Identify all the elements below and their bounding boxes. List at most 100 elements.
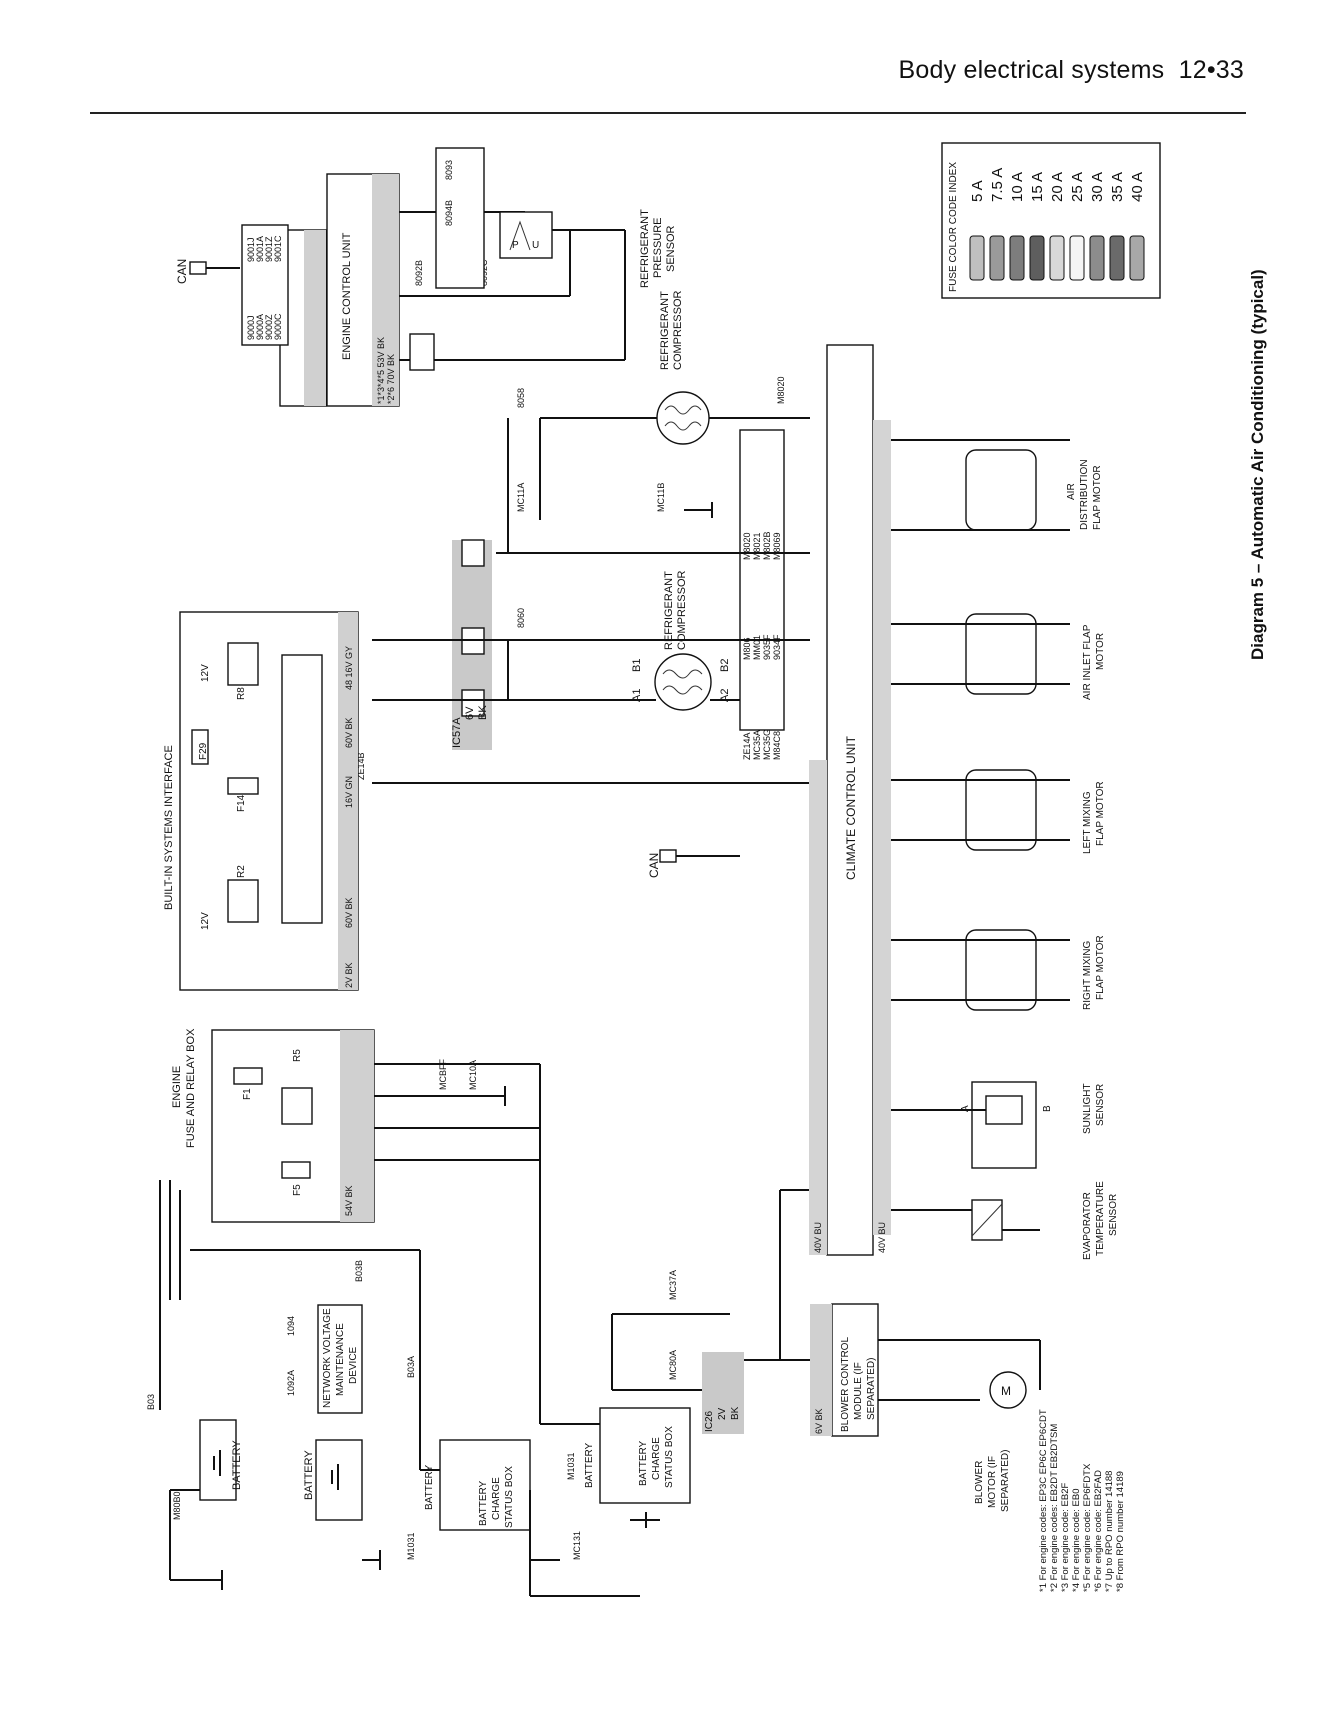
fuse-swatch [1069, 235, 1085, 281]
efrb-l2: FUSE AND RELAY BOX [185, 1028, 197, 1148]
sunlight-term-a: A [960, 1105, 971, 1112]
footnote: *3 For engine code: EB2F [1060, 1482, 1071, 1592]
footnote: *5 For engine code: EP6FDTX [1082, 1463, 1093, 1592]
compressor-top-l2: COMPRESSOR [672, 290, 684, 370]
battery-3-label: BATTERY [424, 1464, 435, 1510]
relay-r2-volt: 12V [200, 912, 211, 930]
climate-pins-right: 40V BU [877, 1222, 887, 1253]
compressor-top-l1: REFRIGERANT [659, 291, 671, 370]
can-mid-label: CAN [647, 853, 661, 878]
nvmd-l3: DEVICE [348, 1346, 359, 1384]
wire-b03: B03 [146, 1394, 156, 1410]
climate-label: CLIMATE CONTROL UNIT [844, 735, 858, 880]
blower-motor-l1: BLOWER [974, 1461, 985, 1504]
fuse-label: 30 A [1089, 172, 1106, 202]
fuse-f1: F1 [242, 1088, 253, 1100]
page-header: Body electrical systems 12•33 [899, 56, 1244, 85]
wire-1092a: 1092A [286, 1370, 296, 1396]
bsi-pin-16v: 16V GN [344, 776, 354, 808]
right-mix-l1: RIGHT MIXING [1082, 941, 1093, 1010]
air-distribution-flap-motor: AIR DISTRIBUTION FLAP MOTOR [891, 439, 1103, 531]
can-top-label: CAN [175, 259, 189, 284]
pressure-sensor-l2: PRESSURE [652, 217, 664, 278]
left-wiring: B03B B03A B03 1094 1092A [146, 1064, 600, 1470]
nvmd-l1: NETWORK VOLTAGE [322, 1308, 333, 1408]
ecu-code: 9000C [273, 313, 283, 340]
header-rule [90, 112, 1246, 114]
evaporator-l3: SENSOR [1108, 1194, 1119, 1236]
ecu-pins-a: *1*3*4*5 53V BK [376, 337, 386, 404]
wire-8060: 8060 [516, 608, 526, 628]
left-mix-l2: FLAP MOTOR [1095, 781, 1106, 846]
blower-motor: M BLOWER MOTOR (IF SEPARATED) [974, 1371, 1027, 1512]
wire-mc80a: MC80A [668, 1350, 678, 1380]
bsi-pin-60v-2: 60V BK [344, 717, 354, 748]
bsi-pin-48: 48 16V GY [344, 646, 354, 690]
wire-mc37a: MC37A [668, 1270, 678, 1300]
fuse-index-title: FUSE COLOR CODE INDEX [948, 162, 959, 292]
connector-ic26: IC26 2V BK MC80A MC37A [611, 1270, 744, 1434]
ic57a-l2: 6V [464, 706, 476, 720]
left-mix-l1: LEFT MIXING [1082, 791, 1093, 854]
bcsb1-l2: CHARGE [491, 1477, 502, 1520]
fuse-swatch [1029, 235, 1045, 281]
fuse-label: 7.5 A [989, 168, 1006, 202]
refrigerant-pressure-sensor: P U REFRIGERANT PRESSURE SENSOR [499, 209, 677, 288]
blower-module-l3: SEPARATED) [866, 1358, 877, 1420]
relay-r8: R8 [236, 687, 247, 700]
footnote: *2 For engine codes: EB2DT EB2DTSM [1049, 1424, 1060, 1592]
footnotes: *1 For engine codes: EP3C EP6C EP6CDT*2 … [1038, 1409, 1126, 1592]
left-mixing-flap-motor: LEFT MIXING FLAP MOTOR [891, 769, 1106, 854]
wire-m1031-2: M1031 [566, 1452, 576, 1480]
efrb-l1: ENGINE [171, 1066, 183, 1108]
battery-1: BATTERY M80B0 [169, 1419, 243, 1590]
climate-code: ZE14A [742, 732, 752, 760]
blower-motor-l3: SEPARATED) [1000, 1450, 1011, 1512]
climate-control-unit: CLIMATE CONTROL UNIT 40V BU 40V BU [809, 344, 891, 1256]
mid-wiring: 8058 8060 MC11A MC11B ZE14B [356, 388, 810, 784]
fuse-swatches [969, 235, 1145, 281]
ecu-label: ENGINE CONTROL UNIT [341, 232, 353, 360]
bsi-label: BUILT-IN SYSTEMS INTERFACE [163, 745, 175, 910]
wire-b03b: B03B [354, 1260, 364, 1282]
connector-ic57a: IC57A 6V BK [451, 539, 492, 750]
fuse-swatch [1049, 235, 1065, 281]
compressor-mid-l1: REFRIGERANT [663, 571, 675, 650]
air-dist-l3: FLAP MOTOR [1092, 465, 1103, 530]
footnote: *1 For engine codes: EP3C EP6C EP6CDT [1038, 1409, 1049, 1592]
wire-m1031-1: M1031 [406, 1532, 416, 1560]
ic26-l3: BK [730, 1406, 741, 1420]
fuse-label: 20 A [1049, 172, 1066, 202]
climate-code: M802B [762, 531, 772, 560]
ecu-wiring: 8092B 8092C 8094B 8093 [399, 147, 626, 371]
relay-r8-volt: 12V [200, 664, 211, 682]
engine-control-unit: ENGINE CONTROL UNIT *1*3*4*5 53V BK *2*6… [175, 173, 400, 407]
air-dist-l1: AIR [1066, 483, 1077, 500]
pressure-sensor-l3: SENSOR [665, 225, 677, 272]
bsi-pin-60v: 60V BK [344, 897, 354, 928]
battery-4-label: BATTERY [584, 1442, 595, 1488]
svg-text:U: U [532, 240, 539, 251]
section-title: Body electrical systems [898, 56, 1165, 84]
wire-mcbff: MCBFF [438, 1059, 448, 1090]
fuse-swatch [989, 235, 1005, 281]
ecu-code: 9001C [273, 235, 283, 262]
fuse-label: 35 A [1109, 172, 1126, 202]
ecu-code: 9001A [255, 236, 265, 262]
climate-code: MC35G [762, 729, 772, 760]
refrigerant-compressor-mid: REFRIGERANT COMPRESSOR A1 B1 A2 B2 M8020… [631, 429, 785, 760]
air-inlet-l1: AIR INLET FLAP [1082, 624, 1093, 700]
fuse-swatch [1109, 235, 1125, 281]
climate-code: MM01 [752, 635, 762, 660]
terminal-a1: A1 [631, 689, 643, 702]
bsi-pin-2v: 2V BK [344, 962, 354, 988]
bcsb2-l2: CHARGE [651, 1437, 662, 1480]
battery-2-label: BATTERY [303, 1450, 315, 1500]
terminal-a2: A2 [719, 689, 731, 702]
svg-text:P: P [512, 240, 519, 251]
blower-module-l1: BLOWER CONTROL [840, 1337, 851, 1432]
ecu-code: 9000Z [264, 314, 274, 340]
ic26-l1: IC26 [704, 1410, 715, 1432]
fuse-swatch [1129, 235, 1145, 281]
